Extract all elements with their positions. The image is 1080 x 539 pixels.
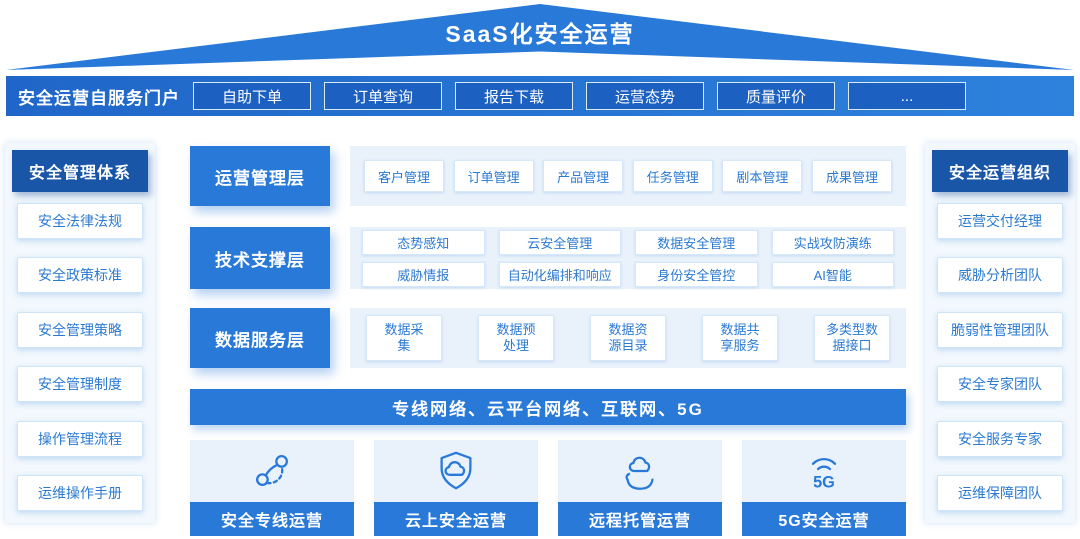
layer-content-operations-management: 客户管理订单管理产品管理任务管理剧本管理成果管理 bbox=[350, 146, 906, 206]
portal-button: 订单查询 bbox=[324, 82, 442, 110]
operations-management-item: 任务管理 bbox=[632, 160, 713, 192]
card-label-cloud-security: 云上安全运营 bbox=[374, 502, 538, 536]
operations-management-item: 客户管理 bbox=[364, 160, 444, 192]
security-operations-org-item: 运维保障团队 bbox=[937, 474, 1063, 511]
diagram-title: SaaS化安全运营 bbox=[445, 21, 635, 47]
security-operations-org-item: 脆弱性管理团队 bbox=[937, 311, 1063, 348]
signal-5g-icon: 5G bbox=[742, 440, 906, 502]
security-management-items: 安全法律法规安全政策标准安全管理策略安全管理制度操作管理流程运维操作手册 bbox=[17, 203, 143, 511]
security-operations-org-title: 安全运营组织 bbox=[932, 150, 1068, 192]
data-services-item: 数据采 集 bbox=[366, 315, 442, 361]
hand-cloud-icon bbox=[558, 440, 722, 502]
cloud-shield-icon bbox=[374, 440, 538, 502]
operations-management-item: 剧本管理 bbox=[722, 160, 803, 192]
security-operations-org-item: 威胁分析团队 bbox=[937, 257, 1063, 294]
data-services-item: 多类型数 据接口 bbox=[814, 315, 890, 361]
card-remote-managed-operations: 远程托管运营 bbox=[558, 440, 722, 536]
layer-label-data-services: 数据服务层 bbox=[190, 308, 330, 368]
technical-support-item: AI智能 bbox=[771, 261, 894, 287]
security-operations-org-panel: 安全运营组织 运营交付经理威胁分析团队脆弱性管理团队安全专家团队安全服务专家运维… bbox=[925, 143, 1075, 523]
security-management-item: 安全管理策略 bbox=[17, 311, 143, 348]
layer-label-operations-management: 运营管理层 bbox=[190, 146, 330, 206]
operations-management-item: 产品管理 bbox=[543, 160, 624, 192]
portal-button: 运营态势 bbox=[586, 82, 704, 110]
security-operations-org-item: 安全专家团队 bbox=[937, 366, 1063, 403]
security-management-item: 操作管理流程 bbox=[17, 420, 143, 457]
portal-buttons: 自助下单订单查询报告下载运营态势质量评价... bbox=[193, 82, 966, 110]
security-management-panel-title: 安全管理体系 bbox=[12, 150, 148, 192]
portal-bar: 安全运营自服务门户 自助下单订单查询报告下载运营态势质量评价... bbox=[6, 76, 1074, 116]
portal-button: 自助下单 bbox=[193, 82, 311, 110]
technical-support-item: 威胁情报 bbox=[362, 261, 485, 287]
card-5g-security-operations: 5G 5G安全运营 bbox=[742, 440, 906, 536]
security-operations-org-item: 安全服务专家 bbox=[937, 420, 1063, 457]
security-operations-org-items: 运营交付经理威胁分析团队脆弱性管理团队安全专家团队安全服务专家运维保障团队 bbox=[937, 203, 1063, 511]
security-management-item: 运维操作手册 bbox=[17, 474, 143, 511]
operations-management-item: 成果管理 bbox=[811, 160, 892, 192]
security-management-item: 安全法律法规 bbox=[17, 203, 143, 239]
security-operations-org-item: 运营交付经理 bbox=[937, 203, 1063, 239]
technical-support-item: 实战攻防演练 bbox=[771, 229, 894, 255]
card-cloud-security-operations: 云上安全运营 bbox=[374, 440, 538, 536]
security-management-item: 安全政策标准 bbox=[17, 257, 143, 294]
technical-support-item: 数据安全管理 bbox=[635, 229, 758, 255]
portal-button: ... bbox=[848, 82, 966, 110]
security-management-item: 安全管理制度 bbox=[17, 366, 143, 403]
layer-content-data-services: 数据采 集数据预 处理数据资 源目录数据共 享服务多类型数 据接口 bbox=[350, 308, 906, 368]
signal-5g-icon-text: 5G bbox=[813, 473, 835, 491]
portal-button: 报告下载 bbox=[455, 82, 573, 110]
portal-bar-label: 安全运营自服务门户 bbox=[18, 88, 180, 108]
data-services-item: 数据预 处理 bbox=[478, 315, 554, 361]
card-label-remote-managed: 远程托管运营 bbox=[558, 502, 722, 536]
technical-support-item: 身份安全管控 bbox=[635, 261, 758, 287]
technical-support-item: 自动化编排和响应 bbox=[498, 261, 621, 287]
technical-support-item: 云安全管理 bbox=[498, 229, 621, 255]
data-services-item: 数据共 享服务 bbox=[702, 315, 778, 361]
card-label-dedicated-line: 安全专线运营 bbox=[190, 502, 354, 536]
technical-support-item: 态势感知 bbox=[362, 229, 485, 255]
data-services-item: 数据资 源目录 bbox=[590, 315, 666, 361]
security-management-panel: 安全管理体系 安全法律法规安全政策标准安全管理策略安全管理制度操作管理流程运维操… bbox=[5, 143, 155, 523]
card-label-5g-security: 5G安全运营 bbox=[742, 502, 906, 536]
card-dedicated-line-operations: 安全专线运营 bbox=[190, 440, 354, 536]
layer-label-technical-support: 技术支撑层 bbox=[190, 227, 330, 289]
network-bar: 专线网络、云平台网络、互联网、5G bbox=[190, 389, 906, 425]
route-icon bbox=[190, 440, 354, 502]
layer-content-technical-support: 态势感知云安全管理数据安全管理实战攻防演练威胁情报自动化编排和响应身份安全管控 A… bbox=[350, 227, 906, 289]
portal-button: 质量评价 bbox=[717, 82, 835, 110]
operations-management-item: 订单管理 bbox=[453, 160, 534, 192]
